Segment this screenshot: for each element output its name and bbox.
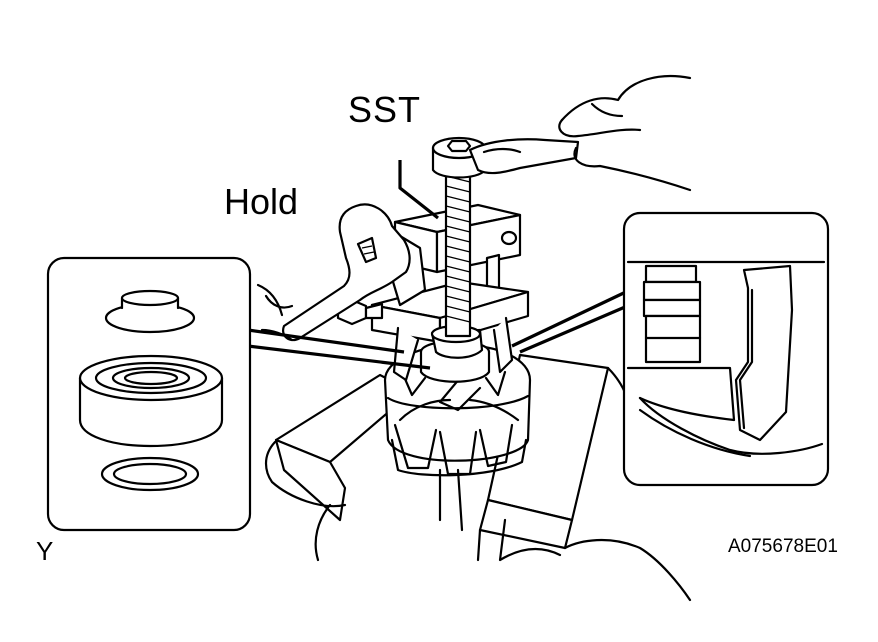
inset-parts [46,256,252,532]
sst-puller [336,136,530,382]
inset-closeup [622,211,830,487]
socket-wrench [468,138,580,175]
corner-mark: Y [36,536,54,566]
sst-label: SST [348,89,422,130]
figure-code-label: A075678E01 [728,536,838,557]
adjustable-wrench [264,203,411,342]
washer [100,456,200,492]
leader-lines [247,160,633,370]
hold-label: Hold [224,181,299,222]
vise-block-left [264,373,414,522]
bearing-cover [104,289,196,334]
ball-bearing [78,354,224,448]
right-hand [558,74,692,192]
